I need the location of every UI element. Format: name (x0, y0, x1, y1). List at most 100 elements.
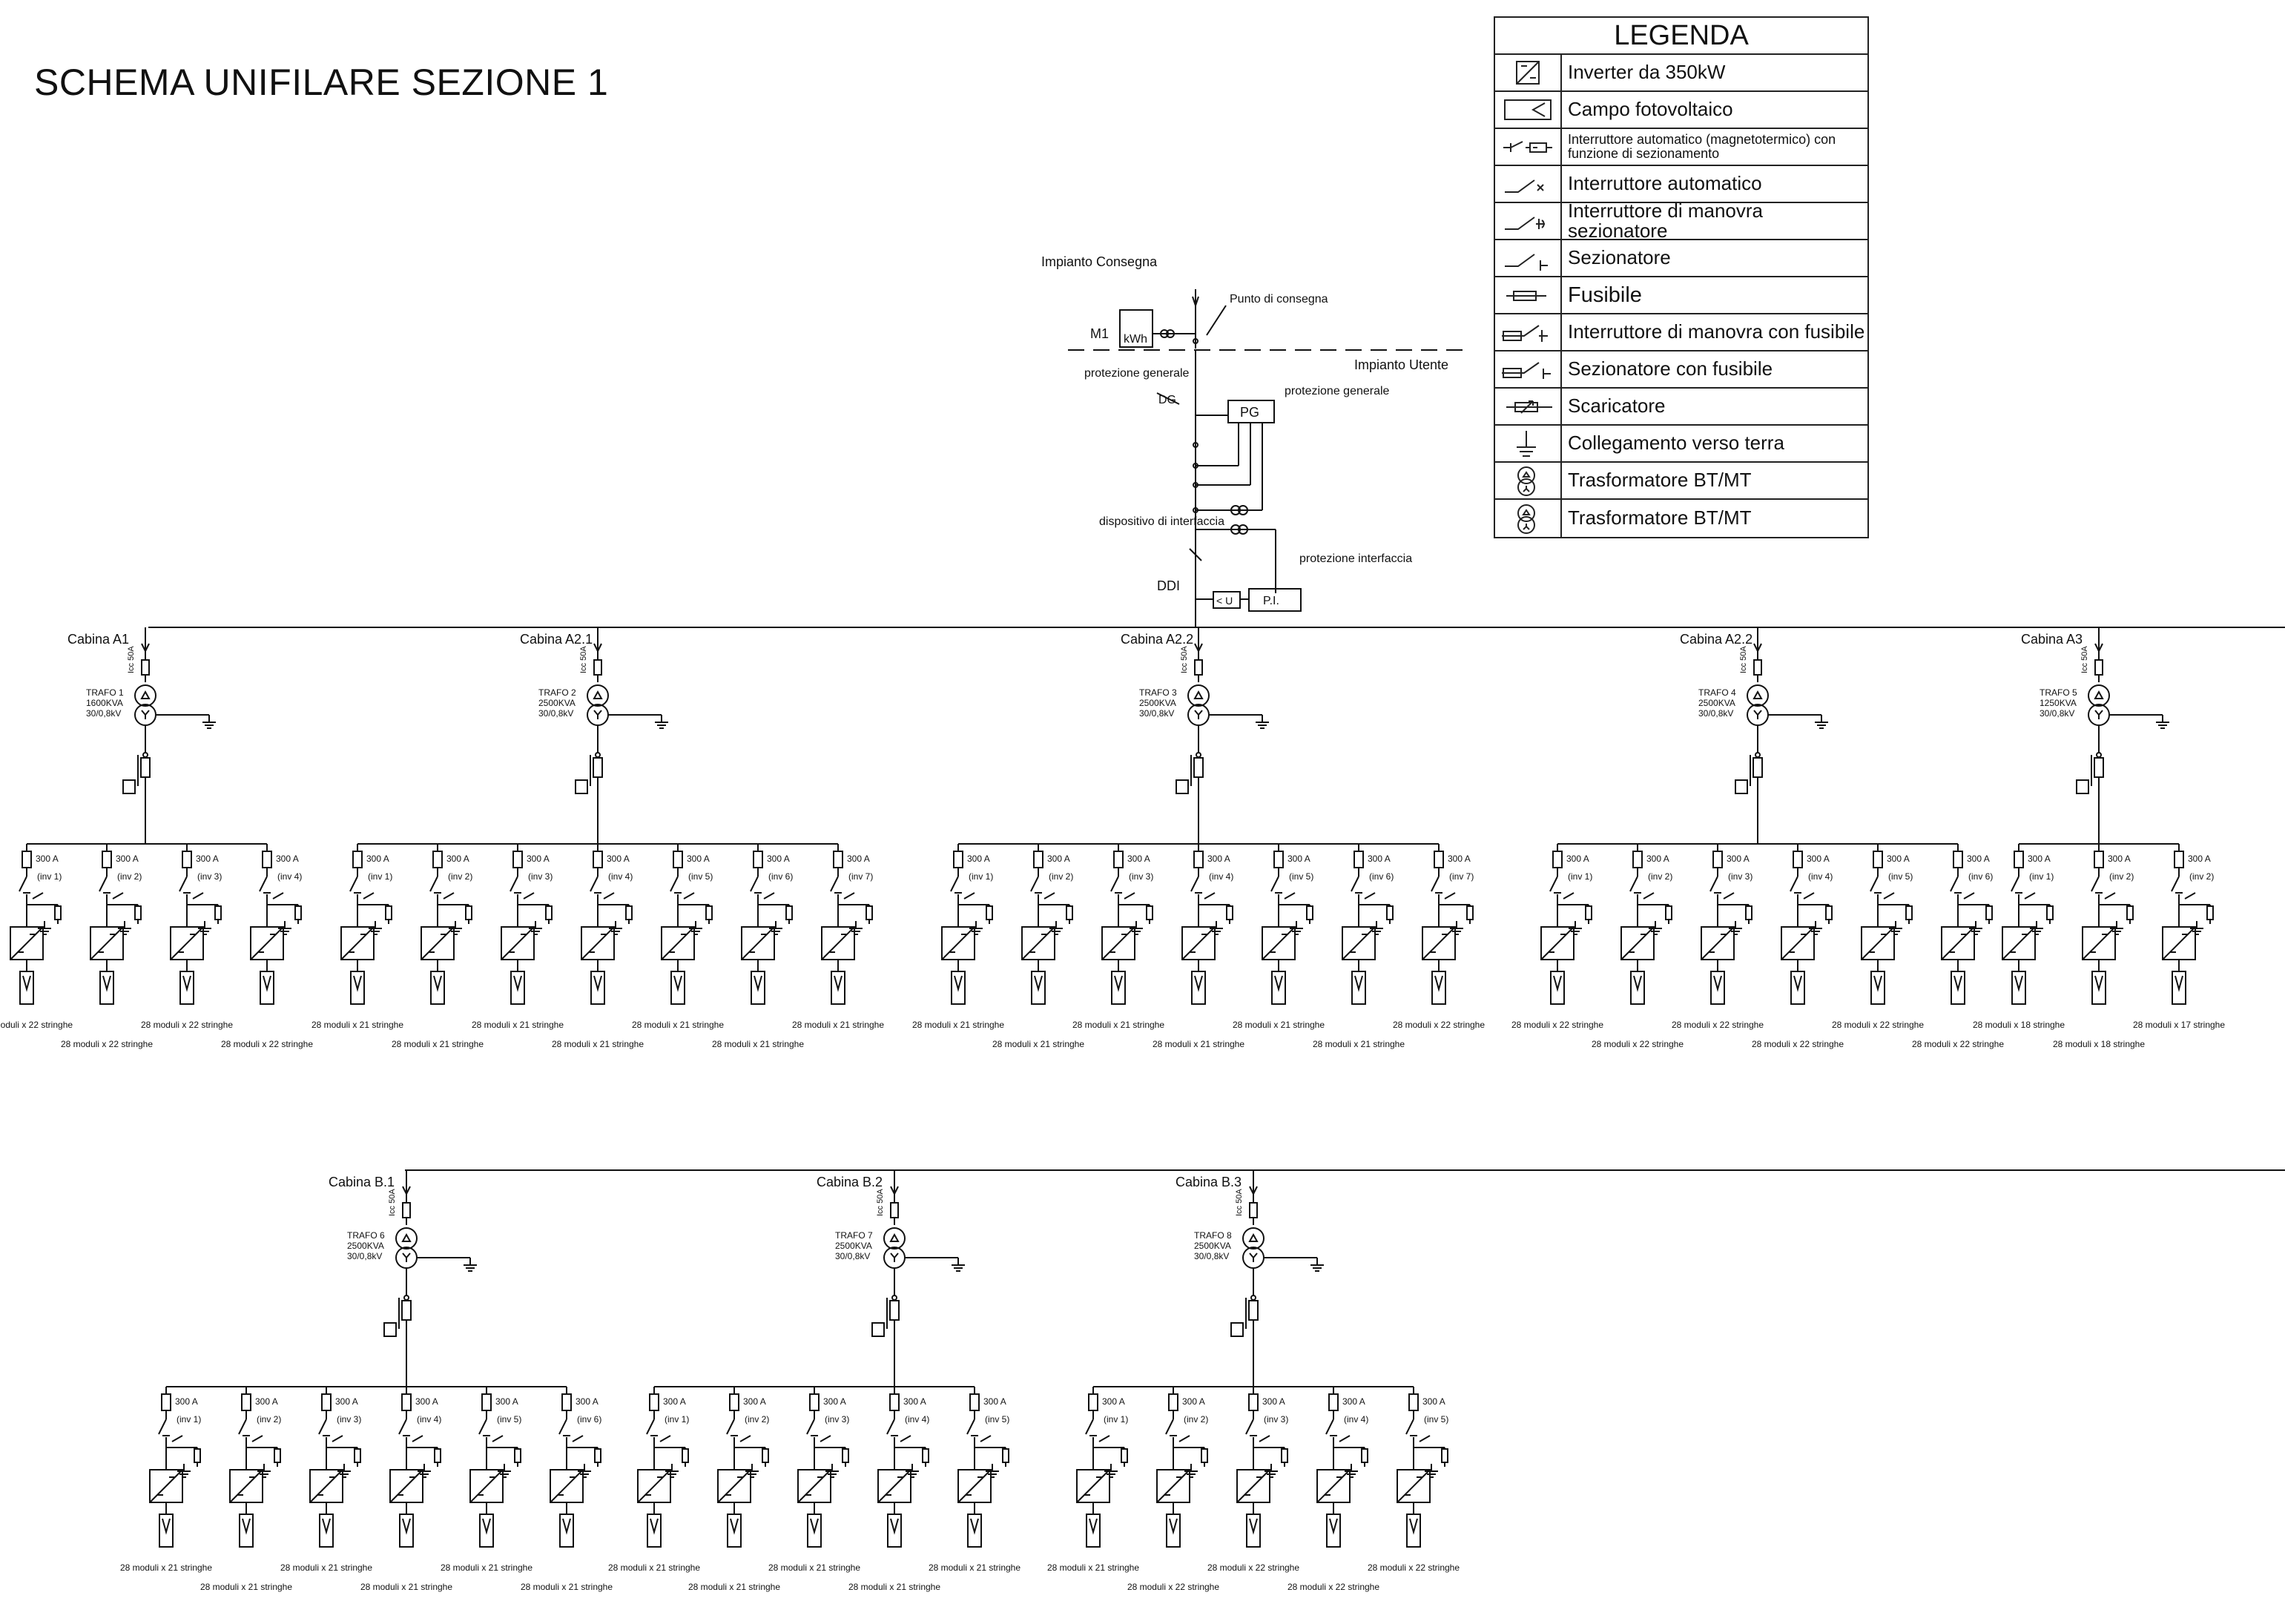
switch-blade (1709, 876, 1718, 892)
arrow-head (402, 1186, 407, 1195)
inverter-branch: 300 A(inv 4)28 moduli x 22 stringhe (1287, 1387, 1379, 1592)
inverter-diagonal (1316, 1469, 1351, 1503)
transformer-primary-winding (395, 1227, 418, 1250)
legend-title: LEGENDA (1495, 18, 1867, 55)
switch-blade (726, 1419, 735, 1435)
breaker-rating-label: 300 A (255, 1396, 278, 1407)
junction-node (1193, 507, 1198, 513)
switch-blade (398, 1419, 407, 1435)
arrester-mark (443, 892, 455, 900)
branch-breaker-icon (241, 1393, 251, 1411)
pv-field-icon (19, 971, 34, 1005)
arrester-mark (1963, 892, 1975, 900)
pv-field-icon (430, 971, 445, 1005)
ground-icon (2030, 921, 2043, 935)
star-mark (1194, 710, 1203, 719)
inverter-id-label: (inv 6) (1369, 871, 1394, 882)
inverter-branch: 300 A(inv 1)28 moduli x 21 stringhe (608, 1387, 700, 1573)
branch-breaker-icon (1552, 851, 1563, 868)
arrester-mark (820, 1435, 831, 1442)
inverter-diagonal (170, 926, 204, 960)
trafo-label: 30/0,8kV (835, 1251, 870, 1261)
pv-field-icon (590, 971, 605, 1005)
switch-blade (349, 876, 358, 892)
breaker-rating-label: 300 A (1646, 854, 1669, 864)
legend-row: Interruttore di manovra sezionatore (1495, 200, 1867, 241)
fuse-rating-label: Icc 50A (127, 646, 136, 673)
trafo-label: 2500KVA (538, 698, 576, 708)
inverter-branch: 300 A(inv 5)28 moduli x 21 stringhe (441, 1387, 532, 1573)
branch-breaker-icon (182, 851, 192, 868)
fuse-icon (1194, 659, 1203, 676)
string-config-label: 28 moduli x 22 stringhe (1592, 1039, 1684, 1049)
cabin-label: Cabina A2.2 (1121, 632, 1193, 647)
pv-field-icon (479, 1514, 494, 1548)
branch-breaker-icon (969, 1393, 980, 1411)
inverter-branch: 300 A(inv 3)28 moduli x 21 stringhe (472, 844, 564, 1030)
inverter-diagonal (1156, 1469, 1190, 1503)
breaker-box (593, 757, 603, 778)
breaker-rating-label: 300 A (1182, 1396, 1205, 1407)
inverter-branch: 300 A(inv 4)28 moduli x 22 stringhe (221, 844, 313, 1049)
switch-blade (806, 1419, 815, 1435)
string-config-label: 28 moduli x 21 stringhe (521, 1582, 613, 1592)
inverter-id-label: (inv 1) (1104, 1414, 1128, 1425)
inverter-diagonal (581, 926, 615, 960)
inverter-branch: 300 A(inv 1)28 moduli x 18 stringhe (1973, 844, 2065, 1030)
protection-relay-box (2076, 779, 2089, 794)
inverter-id-label: (inv 6) (577, 1414, 601, 1425)
protection-relay-box (575, 779, 588, 794)
protection-relay-box (383, 1322, 397, 1337)
switch-blade (1165, 1419, 1174, 1435)
breaker-rating-label: 300 A (743, 1396, 766, 1407)
arrester-mark (963, 892, 975, 900)
legend-row: Campo fotovoltaico (1495, 92, 1867, 129)
string-config-label: 28 moduli x 22 stringhe (1287, 1582, 1379, 1592)
branch-breaker-icon (1793, 851, 1803, 868)
pv-field-mark (970, 1518, 979, 1535)
inverter-branch: 300 A(inv 5)28 moduli x 22 stringhe (1368, 1387, 1460, 1573)
surge-arrester-icon (682, 1448, 689, 1463)
inverter-branch: 300 A(inv 3)28 moduli x 22 stringhe (1672, 844, 1764, 1030)
inverter-id-label: (inv 2) (448, 871, 472, 882)
ground-icon (655, 715, 668, 729)
fuse-rating-label: Icc 50A (2080, 646, 2089, 673)
protection-relay-box (1176, 779, 1189, 794)
string-config-label: 28 moduli x 21 stringhe (712, 1039, 804, 1049)
arrow-head (894, 1186, 899, 1195)
branch-breaker-icon (2174, 851, 2184, 868)
pv-field-icon (1326, 1514, 1341, 1548)
breaker-rating-label: 300 A (1448, 854, 1471, 864)
star-mark (1753, 710, 1762, 719)
ground-icon (449, 921, 462, 935)
inverter-diagonal (421, 926, 455, 960)
trafo-label: 30/0,8kV (538, 708, 573, 719)
inverter-branch: 300 A(inv 1)28 moduli x 22 stringhe (1511, 844, 1603, 1030)
inverter-id-label: (inv 2) (1648, 871, 1672, 882)
fuse-icon (141, 659, 150, 676)
inverter-diagonal (1540, 926, 1575, 960)
switch-blade (1325, 1419, 1334, 1435)
inverter-id-label: (inv 1) (368, 871, 392, 882)
protezione-generale-left-label: protezione generale (1084, 367, 1190, 380)
dg-label: DG (1158, 394, 1176, 406)
branch-breaker-icon (1632, 851, 1643, 868)
arrow-head (1753, 643, 1758, 652)
inverter-id-label: (inv 4) (905, 1414, 929, 1425)
fuse-rating-label: Icc 50A (1180, 646, 1189, 673)
switch-blade (886, 1419, 895, 1435)
page-title: SCHEMA UNIFILARE SEZIONE 1 (34, 62, 609, 103)
pv-field-icon (1495, 92, 1562, 128)
legend-label: Interruttore di manovra con fusibile (1568, 320, 1865, 343)
junction-node (1755, 752, 1761, 758)
surge-arrester-icon (545, 905, 553, 920)
switch-blade (99, 876, 108, 892)
pv-field-icon (319, 1514, 334, 1548)
breaker-rating-label: 300 A (175, 1396, 198, 1407)
switch-blade (830, 876, 839, 892)
surge-arrester-icon (865, 905, 873, 920)
inverter-diagonal (1236, 1469, 1270, 1503)
surge-arrester-icon (986, 905, 993, 920)
breaker-box (1248, 1300, 1259, 1321)
pv-field-mark (1249, 1518, 1258, 1535)
